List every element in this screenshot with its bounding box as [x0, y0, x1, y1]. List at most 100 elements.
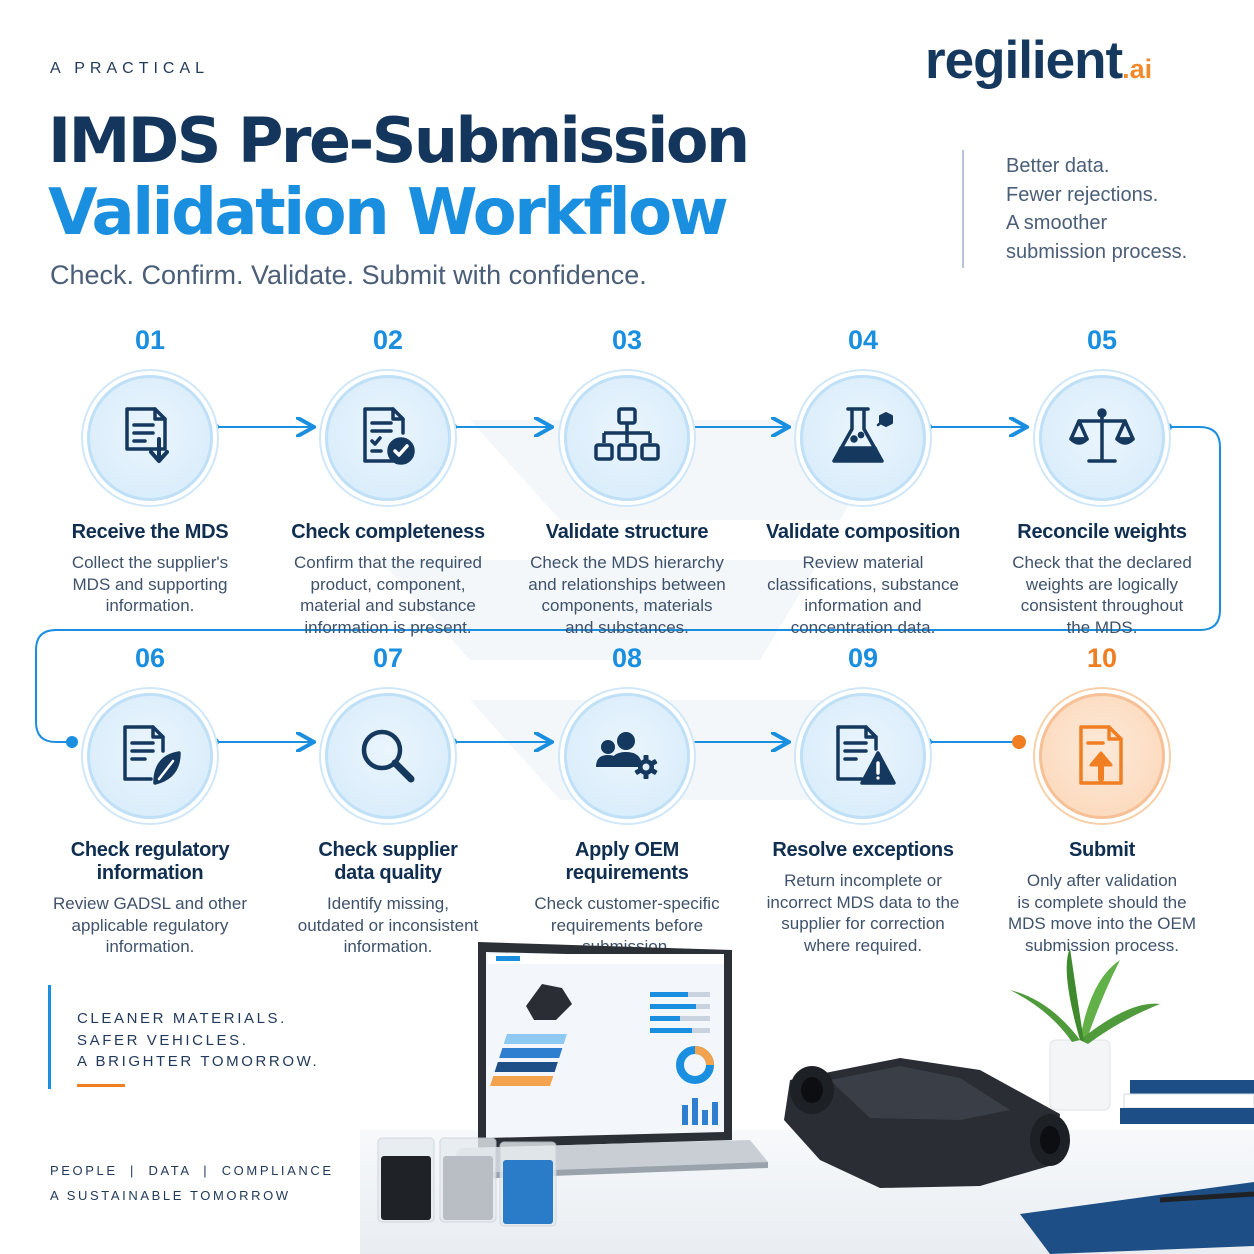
step-icon-circle [800, 375, 926, 501]
regilient-logo: regilient.ai [925, 30, 1152, 91]
page-title-line1: IMDS Pre-Submission [48, 104, 750, 177]
hierarchy-icon [594, 407, 660, 461]
workflow-step-03: 03 Validate structure Check the MDS hier… [507, 325, 747, 638]
document-warning-icon [836, 725, 896, 785]
step-icon-circle [564, 693, 690, 819]
page-subtitle: Check. Confirm. Validate. Submit with co… [50, 260, 647, 290]
step-desc-line: and substances. [565, 617, 689, 637]
step-desc-line: and relationships between [528, 574, 726, 594]
step-desc-line: Only after validation [1026, 871, 1178, 890]
document-download-icon [125, 407, 169, 463]
step-description: Return incomplete or incorrect MDS data … [743, 870, 983, 956]
workflow-step-10: 10 Submit Only after validation is compl… [982, 643, 1222, 956]
step-number: 05 [1086, 325, 1118, 355]
page-title-line2: Validation Workflow [48, 176, 729, 250]
logo-name: regilient [925, 31, 1123, 90]
potted-plant [1010, 948, 1160, 1111]
engine-part [784, 1058, 1070, 1188]
side-note: Better data. Fewer rejections. A smoothe… [1006, 152, 1187, 266]
footer-line: PEOPLE | DATA | COMPLIANCE [50, 1163, 334, 1178]
step-desc-line: Check that the declared [1012, 553, 1192, 572]
tagline-line: CLEANER MATERIALS. [77, 1010, 287, 1027]
side-note-line: submission process. [1006, 240, 1188, 263]
notebooks [1020, 1080, 1254, 1254]
step-icon-circle [564, 375, 690, 501]
tagline-accent-bar [48, 985, 51, 1089]
step-description: Check customer-specific requirements bef… [507, 893, 747, 958]
workflow-step-02: 02 Check completeness Confirm that the r… [268, 325, 508, 638]
document-leaf-icon [123, 725, 181, 785]
workflow-step-04: 04 Validate composition Review material … [743, 325, 983, 638]
step-icon-circle [325, 375, 451, 501]
step-icon-circle [800, 693, 926, 819]
step-desc-line: incorrect MDS data to the [766, 892, 960, 912]
step-title: Submit [1069, 839, 1135, 861]
workflow-step-01: 01 Receive the MDS Collect the supplier'… [30, 325, 270, 617]
tagline-line: A BRIGHTER TOMORROW. [77, 1053, 320, 1070]
step-desc-line: outdated or inconsistent [297, 915, 479, 935]
step-description: Review GADSL and other applicable regula… [30, 893, 270, 958]
step-desc-line: MDS move into the OEM [1007, 914, 1196, 933]
step-title: Resolve exceptions [772, 839, 954, 861]
workflow-step-08: 08 Apply OEM requirements Check customer… [507, 643, 747, 958]
step-desc-line: Collect the supplier's [71, 553, 229, 572]
step-description: Only after validation is complete should… [982, 870, 1222, 956]
document-upload-icon [1079, 725, 1123, 785]
step-number: 04 [847, 325, 879, 355]
step-desc-line: Check the MDS hierarchy [530, 553, 724, 572]
step-icon-circle [87, 693, 213, 819]
step-desc-line: is complete should the [1017, 892, 1187, 912]
step-desc-line: Return incomplete or [784, 871, 942, 890]
step-number: 07 [372, 643, 404, 673]
step-title: Check supplier data quality [318, 839, 458, 884]
scale-icon [1069, 408, 1135, 463]
workflow-step-06: 06 Check regulatory information Review G… [30, 643, 270, 958]
step-title: Validate composition [765, 521, 961, 543]
eyebrow-text: A PRACTICAL [50, 60, 210, 77]
footer-line: A SUSTAINABLE TOMORROW [50, 1188, 291, 1203]
step-desc-line: Confirm that the required [293, 553, 483, 572]
step-desc-line: information. [343, 937, 433, 956]
step-number: 06 [134, 643, 166, 673]
step-desc-line: weights are logically [1025, 574, 1179, 594]
step-desc-line: Review GADSL and other [52, 894, 248, 913]
step-number: 09 [847, 643, 879, 673]
step-desc-line: information. [105, 937, 195, 956]
step-number: 02 [372, 325, 404, 355]
step-desc-line: classifications, substance [767, 574, 959, 594]
step-description: Check that the declared weights are logi… [982, 552, 1222, 638]
step-title: Apply OEM requirements [565, 839, 689, 884]
workflow-step-07: 07 Check supplier data quality Identify … [268, 643, 508, 958]
step-desc-line: Check customer-specific [534, 894, 720, 913]
step-icon-circle [325, 693, 451, 819]
logo-suffix: .ai [1122, 54, 1153, 84]
step-icon-circle [87, 375, 213, 501]
step-desc-line: material and substance [300, 596, 476, 615]
step-icon-circle [1039, 693, 1165, 819]
step-desc-line: submission process. [1024, 935, 1179, 955]
side-note-line: Better data. [1006, 155, 1110, 177]
step-title: Check completeness [291, 521, 485, 543]
tagline-underline [77, 1084, 125, 1087]
step-description: Confirm that the required product, compo… [268, 552, 508, 638]
workflow-step-09: 09 Resolve exceptions Return incomplete … [743, 643, 983, 956]
step-description: Identify missing, outdated or inconsiste… [268, 893, 508, 958]
document-check-icon [363, 407, 415, 465]
side-note-line: Fewer rejections. [1006, 183, 1159, 206]
step-desc-line: Identify missing, [327, 894, 449, 913]
tagline-line: SAFER VEHICLES. [77, 1031, 249, 1049]
step-description: Review material classifications, substan… [743, 552, 983, 638]
step-icon-circle [1039, 375, 1165, 501]
flask-icon [832, 407, 893, 463]
step-desc-line: information and [804, 596, 922, 615]
step-desc-line: product, component, [310, 574, 466, 594]
desk-scene-illustration [360, 942, 1254, 1254]
step-number: 03 [611, 325, 643, 355]
step-desc-line: concentration data. [790, 617, 936, 637]
laptop [444, 942, 768, 1180]
step-title: Receive the MDS [71, 521, 229, 543]
step-desc-line: consistent throughout [1020, 596, 1184, 615]
step-desc-line: MDS and supporting [72, 574, 228, 594]
step-number: 10 [1086, 643, 1118, 673]
step-number: 01 [134, 325, 166, 355]
